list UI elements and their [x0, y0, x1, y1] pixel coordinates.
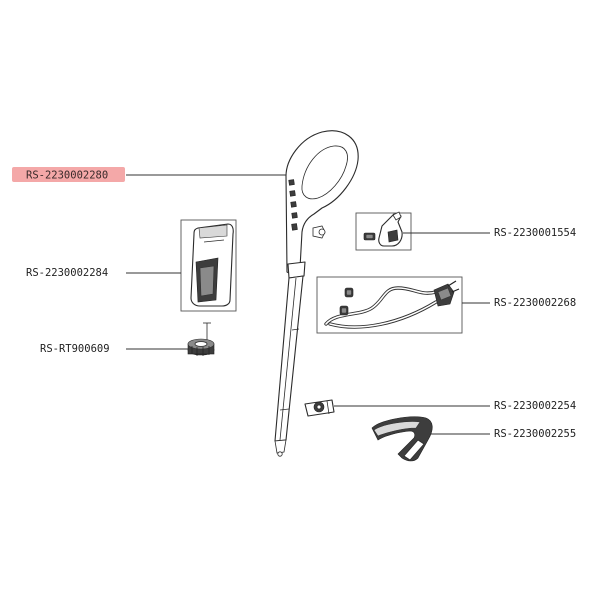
- part-code-bracket-small: RS-2230002254: [494, 400, 576, 412]
- label-handle-assembly[interactable]: RS-2230002280: [12, 167, 125, 182]
- part-code-filter-cap: RS-RT900609: [40, 343, 110, 355]
- part-code-handle-assembly: RS-2230002280: [26, 170, 108, 182]
- base-clip-drawing: [371, 416, 433, 462]
- label-filter-cap[interactable]: RS-RT900609: [40, 343, 110, 355]
- label-tank-cover[interactable]: RS-2230002284: [26, 267, 108, 279]
- filter-cap-drawing: [187, 322, 215, 356]
- label-base-clip[interactable]: RS-2230002255: [494, 428, 576, 440]
- tank-cover-drawing: [190, 223, 234, 307]
- label-bracket-small[interactable]: RS-2230002254: [494, 400, 576, 412]
- part-code-base-clip: RS-2230002255: [494, 428, 576, 440]
- part-code-power-cord: RS-2230002268: [494, 297, 576, 309]
- power-cord-drawing: [324, 280, 460, 329]
- label-highlight-box: [12, 167, 125, 182]
- bracket-small-drawing: [304, 399, 335, 417]
- part-code-tank-cover: RS-2230002284: [26, 267, 108, 279]
- part-code-hook-clip: RS-2230001554: [494, 227, 576, 239]
- hook-clip-drawing: [363, 211, 403, 247]
- handle-pole-drawing: [274, 130, 359, 457]
- label-power-cord[interactable]: RS-2230002268: [494, 297, 576, 309]
- label-hook-clip[interactable]: RS-2230001554: [494, 227, 576, 239]
